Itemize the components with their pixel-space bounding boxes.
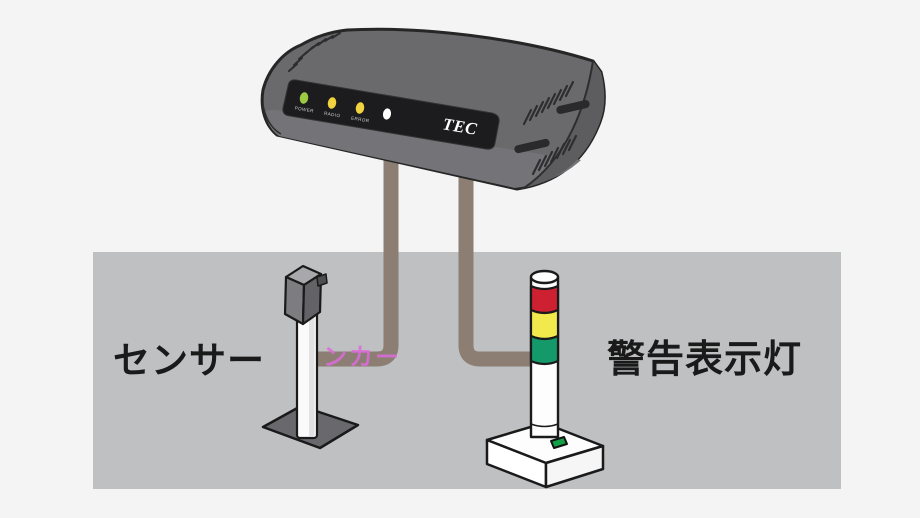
vent-slits-top-left (287, 31, 342, 73)
vent-slits-right-lower (531, 134, 578, 176)
device-right-cap (517, 61, 605, 189)
sensor-head-knob (316, 273, 328, 287)
tower-green-band (529, 334, 560, 366)
error-led-label: ERROR (351, 116, 370, 124)
power-led (299, 92, 309, 104)
radio-led (327, 97, 337, 109)
controller-device: POWER RADIO ERROR TEC (260, 27, 606, 191)
radio-led-label: RADIO (324, 111, 341, 119)
warning-light-cable (458, 158, 548, 367)
tower-red-band (529, 284, 560, 315)
warning-light-label: 警告表示灯 (607, 337, 803, 381)
side-slot-lower (514, 138, 550, 154)
device-right-seam (523, 60, 594, 189)
tower-bottom-seam (530, 423, 559, 428)
side-slot-upper (556, 100, 590, 114)
sensor-assembly (261, 264, 360, 450)
sensor-label: センサー (113, 339, 265, 382)
sensor-head-side (301, 272, 323, 326)
sensor-cable (303, 158, 399, 367)
warning-light-tower (485, 269, 605, 489)
tower-top-cap (529, 269, 560, 285)
cables (303, 158, 548, 367)
tower-base-front-right (544, 444, 605, 489)
power-led-label: POWER (294, 105, 314, 113)
spare-led (382, 108, 392, 120)
device-front-band (265, 109, 581, 188)
device-left-seam (262, 104, 282, 135)
led-panel (282, 79, 500, 150)
vent-slits-right-upper (522, 80, 575, 126)
stray-watermark-text: ンカー (323, 343, 401, 371)
tower-yellow-band (529, 308, 560, 341)
tower-base-button (550, 436, 568, 449)
error-led (355, 102, 365, 114)
sensor-pole-shade (309, 304, 315, 436)
